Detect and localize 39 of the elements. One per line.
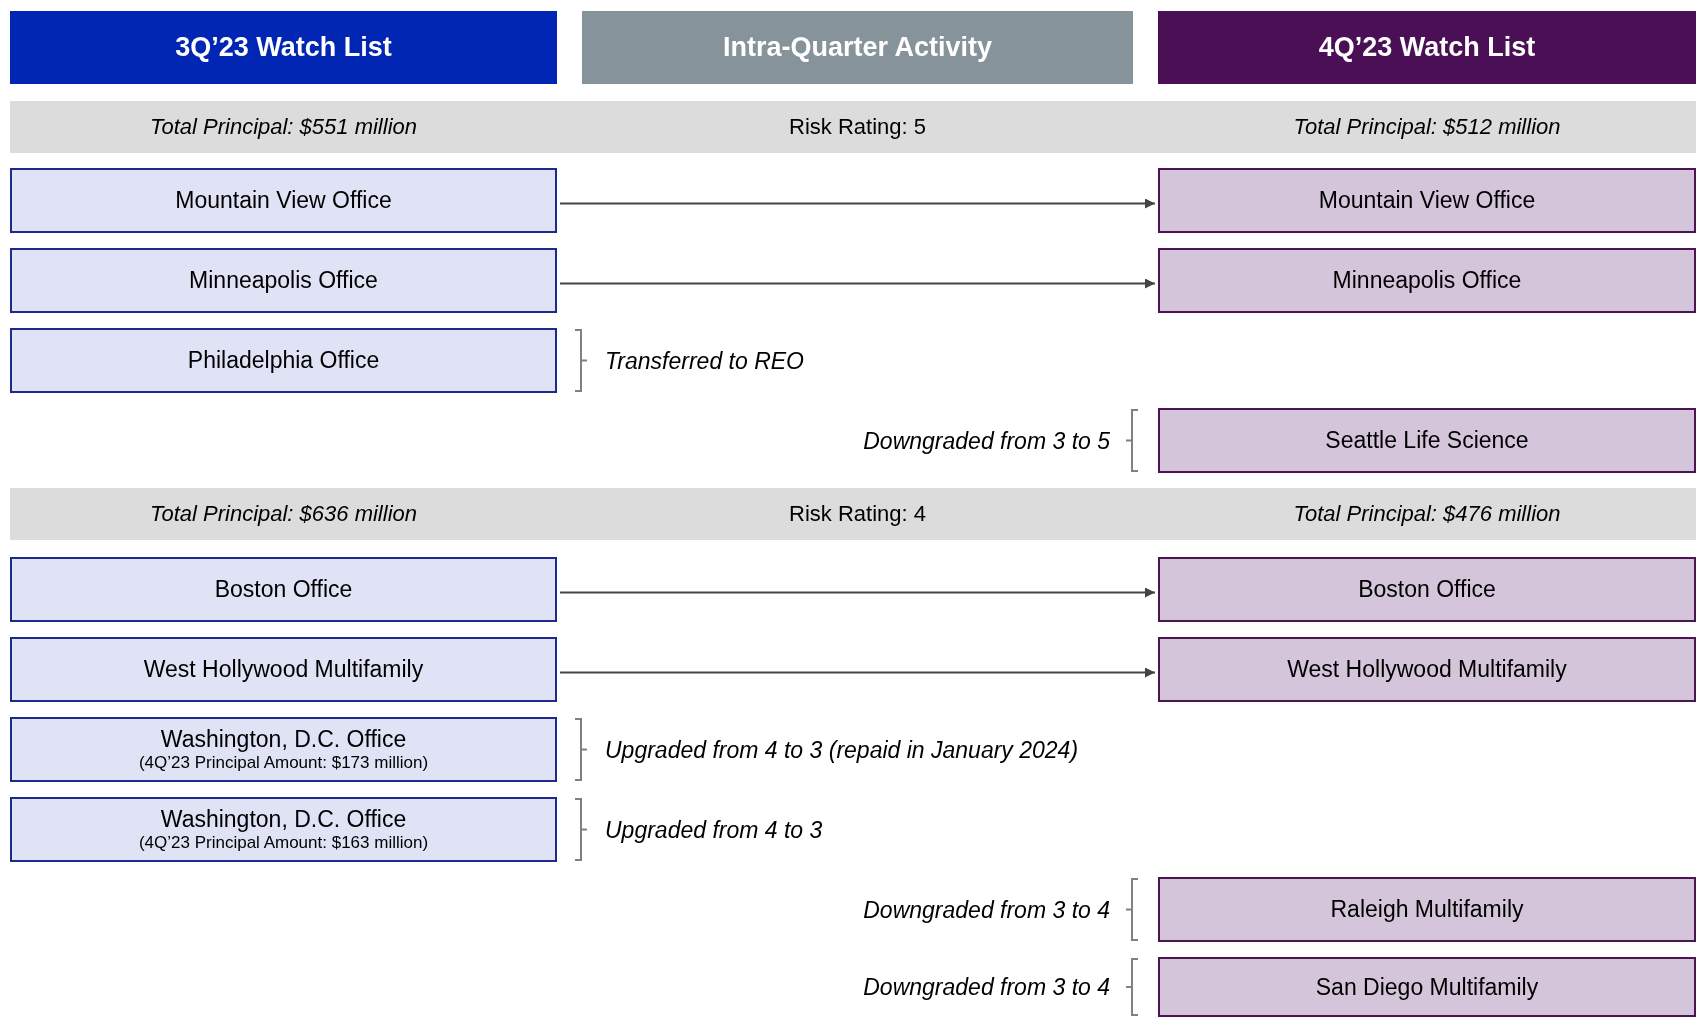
property-box: Seattle Life Science (1158, 408, 1696, 473)
activity-note: Upgraded from 4 to 3 (605, 816, 823, 843)
property-box: Minneapolis Office (10, 248, 557, 313)
column-header: 4Q’23 Watch List (1158, 11, 1696, 84)
column-header: Intra-Quarter Activity (582, 11, 1133, 84)
property-box: Boston Office (1158, 557, 1696, 622)
property-box: Boston Office (10, 557, 557, 622)
property-box: Philadelphia Office (10, 328, 557, 393)
arrow (559, 587, 1156, 598)
risk-rating-label: Risk Rating: 5 (789, 114, 926, 140)
total-principal-label: Total Principal: $476 million (1293, 501, 1561, 527)
property-box: West Hollywood Multifamily (10, 637, 557, 702)
activity-note: Transferred to REO (605, 347, 804, 374)
activity-note: Downgraded from 3 to 4 (863, 896, 1110, 923)
section-band (10, 488, 1696, 540)
property-box: Mountain View Office (10, 168, 557, 233)
property-box: San Diego Multifamily (1158, 957, 1696, 1017)
arrow (559, 278, 1156, 289)
property-box: Minneapolis Office (1158, 248, 1696, 313)
risk-rating-label: Risk Rating: 4 (789, 501, 926, 527)
activity-note: Downgraded from 3 to 5 (863, 427, 1110, 454)
property-box: West Hollywood Multifamily (1158, 637, 1696, 702)
activity-note: Upgraded from 4 to 3 (repaid in January 2024) (605, 736, 1079, 763)
property-name: Washington, D.C. Office (160, 726, 407, 753)
principal-note: (4Q’23 Principal Amount: $163 million) (138, 833, 429, 853)
section-band (10, 101, 1696, 153)
principal-note: (4Q’23 Principal Amount: $173 million) (138, 753, 429, 773)
activity-note: Downgraded from 3 to 4 (863, 973, 1110, 1001)
total-principal-label: Total Principal: $636 million (150, 501, 417, 527)
property-box (10, 717, 557, 782)
property-box: Mountain View Office (1158, 168, 1696, 233)
column-header: 3Q’23 Watch List (10, 11, 557, 84)
property-box (10, 797, 557, 862)
total-principal-label: Total Principal: $551 million (150, 114, 417, 140)
arrow (559, 198, 1156, 209)
arrow (559, 667, 1156, 678)
property-box: Raleigh Multifamily (1158, 877, 1696, 942)
property-name: Washington, D.C. Office (160, 806, 407, 833)
total-principal-label: Total Principal: $512 million (1293, 114, 1561, 140)
